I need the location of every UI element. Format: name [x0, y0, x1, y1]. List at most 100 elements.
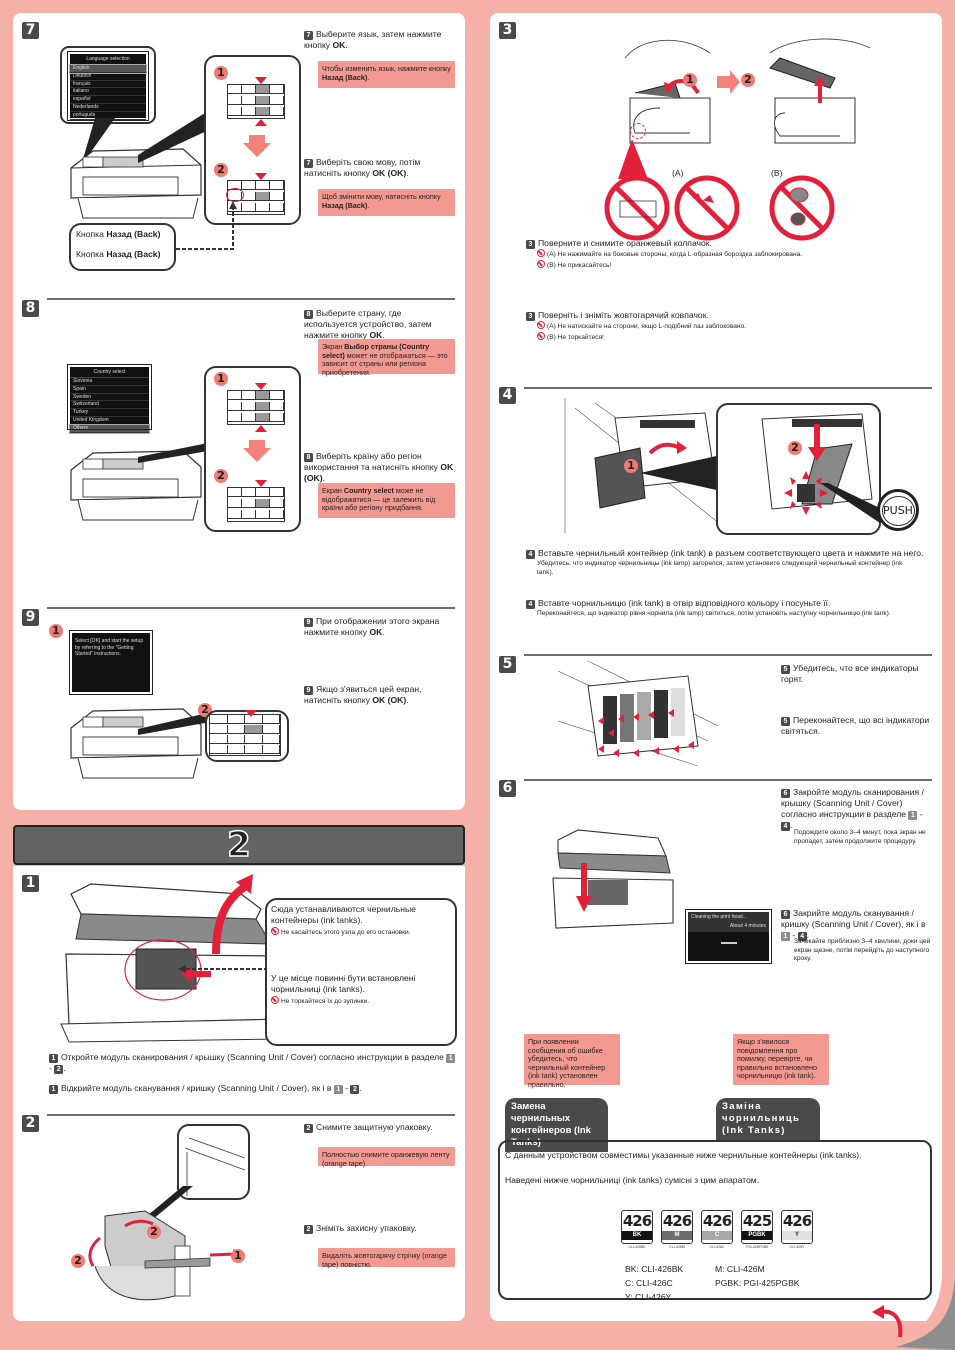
section-ref-icon: 1	[333, 1085, 343, 1094]
language-option[interactable]: English	[69, 64, 147, 74]
ink-tank-number: 426	[702, 1212, 732, 1230]
step-ref-icon: 4	[797, 932, 807, 941]
mini-step-badge: 4	[526, 600, 535, 609]
callout-uk-warning: Не торкайтеся їх до зупинки.	[271, 996, 451, 1007]
arrow-down-icon	[255, 173, 267, 180]
mini-step-badge: 2	[304, 1225, 313, 1234]
mini-step-badge: 7	[304, 31, 313, 40]
ink-ru-text: С данным устройством совместимы указанны…	[505, 1150, 862, 1160]
country-option[interactable]: Switzerland	[70, 401, 149, 410]
mini-step-badge: 8	[304, 453, 313, 462]
ink-tank-code: C	[702, 1231, 732, 1240]
ink-location-callout	[265, 898, 457, 1046]
country-option[interactable]: Spain	[70, 386, 149, 394]
prohibited-actions-illustration	[604, 175, 835, 241]
dashed-connector	[178, 965, 268, 973]
printer-illustration	[70, 148, 202, 219]
callout-ru-text: Сюда устанавливаются чернильные контейне…	[271, 904, 416, 925]
ink-replacement-tab-ru: Замена чернильных контейнеров (Ink Tanks…	[505, 1098, 608, 1152]
mini-step-badge: 6	[781, 910, 790, 919]
callout-uk-text: У це місце повинні бути встановлені чорн…	[271, 973, 416, 994]
mini-step-badge: 9	[304, 618, 313, 627]
step-6-ru-sub: Подождите около 3–4 минут, пока экран не…	[794, 829, 926, 845]
keypad-grid-1	[227, 84, 285, 119]
cleaning-screen: Cleaning the print head... About 4 minut…	[685, 909, 772, 964]
country-option[interactable]: Turkey	[70, 409, 149, 417]
uk-error-note: Якщо з'явилося повідомлення про помилку,…	[733, 1034, 829, 1085]
language-option[interactable]: italiano	[70, 88, 146, 97]
callout-ru-warning: Не касайтесь этого узла до его остановки…	[271, 927, 451, 938]
language-option[interactable]: español	[70, 96, 146, 104]
arrow-down-icon	[245, 710, 257, 717]
section-ref-icon: 1	[908, 811, 918, 820]
callout-step-1: 1	[49, 624, 63, 638]
mini-step-badge: 5	[781, 665, 790, 674]
mini-step-badge: 9	[304, 686, 313, 695]
step-8-badge: 8	[22, 300, 39, 317]
section-ref-icon: 1	[446, 1054, 456, 1063]
step-9-badge: 9	[22, 609, 39, 626]
mini-step-badge: 8	[304, 310, 313, 319]
screen-line-1: Cleaning the print head...	[688, 912, 769, 922]
country-option[interactable]: United Kingdom	[70, 417, 149, 425]
step-7-badge: 7	[22, 22, 39, 39]
page-curl-icon[interactable]	[860, 1275, 955, 1350]
step-4-badge: 4	[499, 387, 516, 404]
ink-tank-number: 426	[622, 1212, 652, 1230]
section-number: 2	[226, 825, 251, 865]
marker-1: 1	[624, 459, 638, 473]
language-option[interactable]: Nederlands	[70, 104, 146, 112]
step-8-uk-note: Екран Country select може не відображати…	[318, 483, 455, 518]
label-a: (A)	[672, 168, 684, 178]
printer-open-illustration	[60, 874, 281, 1043]
prohibited-icon	[769, 175, 835, 241]
ink-list-m: M: CLI-426M	[715, 1264, 765, 1274]
screen-title: Language selection	[70, 54, 146, 65]
screen-title: Country select	[70, 367, 149, 378]
push-label: PUSH	[881, 496, 915, 526]
mini-step-badge: 1	[49, 1085, 58, 1094]
callout-step-1: 1	[214, 372, 228, 386]
ink-tank-caption: PGI-425PGBK	[745, 1245, 769, 1249]
marker-1: 1	[683, 73, 697, 87]
close-scanner-illustration	[552, 829, 674, 929]
step-arrow-icon	[243, 440, 271, 462]
callout-pointer-2	[138, 108, 213, 163]
screen-message: Select [OK] and start the setup by refer…	[75, 638, 144, 657]
prohibited-icon	[537, 249, 545, 257]
arrow-up-icon	[255, 425, 267, 432]
section-ref-icon: 1	[781, 932, 790, 941]
country-option[interactable]: Sweden	[70, 394, 149, 402]
s2-step-2-badge: 2	[22, 1115, 39, 1132]
ink-tank-number: 425	[742, 1212, 772, 1230]
callout-step-1: 1	[214, 66, 228, 80]
ink-list-y: Y: CLI-426Y	[625, 1292, 672, 1302]
language-option[interactable]: français	[70, 81, 146, 89]
step-7-ru-note: Чтобы изменить язык, нажмите кнопку Наза…	[318, 61, 455, 88]
arrow-down-icon	[255, 77, 267, 84]
callout-pointer	[640, 453, 730, 493]
s2-step-2-ru-note: Полностью снимите оранжевую ленту (orang…	[318, 1147, 455, 1167]
language-option[interactable]: Deutsch	[70, 73, 146, 81]
step-divider	[524, 779, 932, 781]
callout-step-2: 2	[214, 469, 228, 483]
country-option[interactable]: Slovenia	[70, 378, 149, 386]
keypad-grid-2	[227, 487, 285, 522]
printer-illustration	[70, 708, 202, 779]
country-option[interactable]: Others	[69, 423, 150, 434]
